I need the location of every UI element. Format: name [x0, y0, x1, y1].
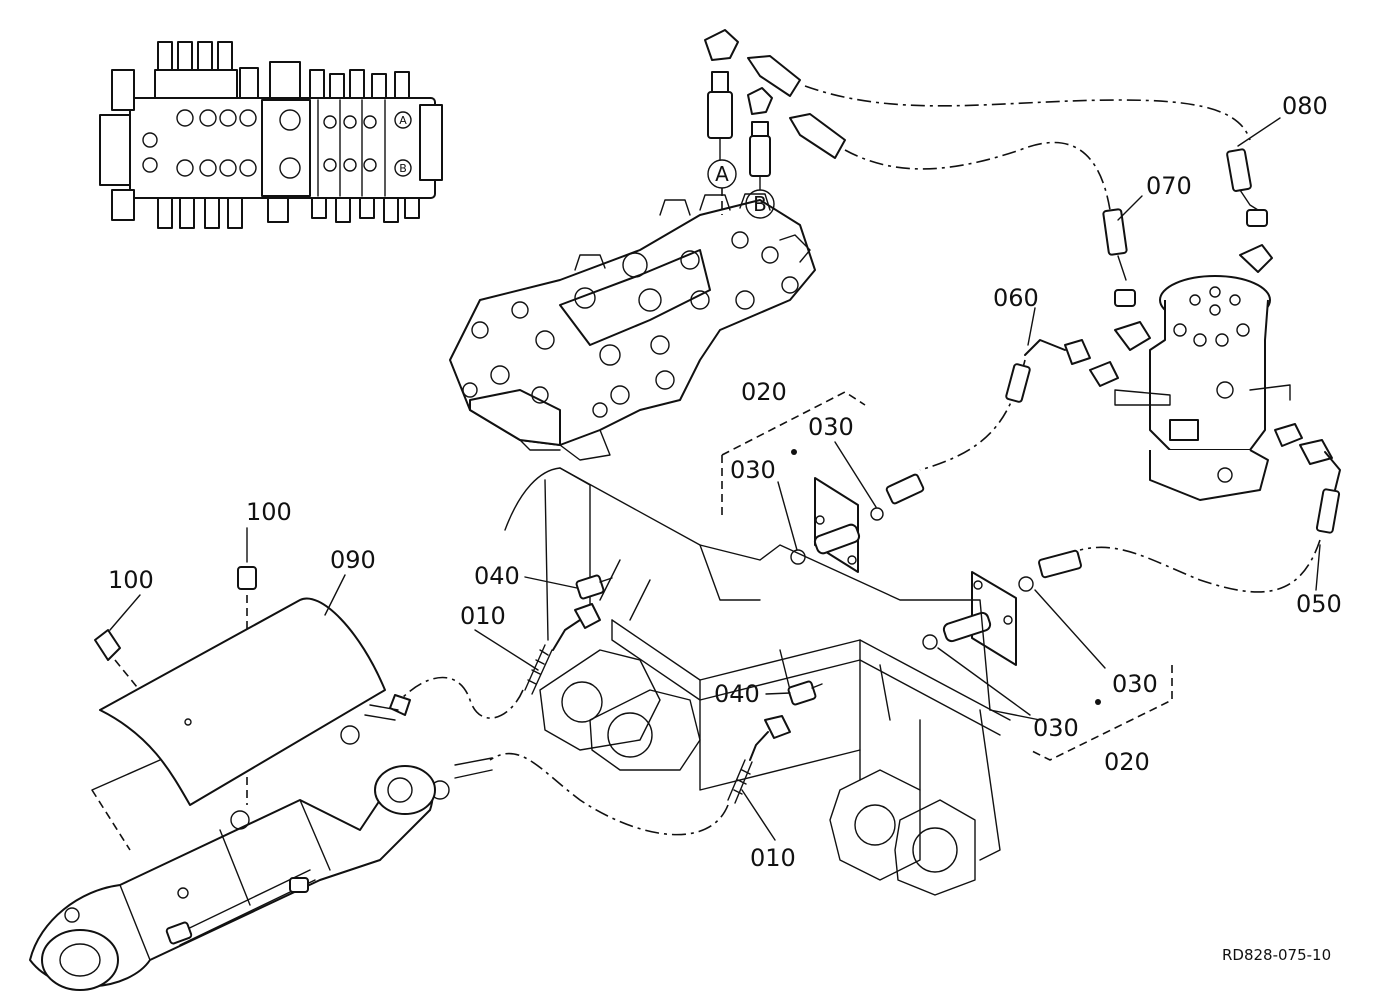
inset-port-label-a: A	[399, 114, 407, 127]
callout-010-bottom: 010	[750, 844, 796, 872]
callout-060: 060	[993, 284, 1039, 312]
callout-090: 090	[330, 546, 376, 574]
callout-080: 080	[1282, 92, 1328, 120]
hose-080	[747, 55, 1273, 273]
group-bracket-020-bottom	[1029, 665, 1173, 761]
callout-030-top-left: 030	[730, 456, 776, 484]
swivel-joint	[1089, 275, 1303, 501]
leader-lines	[109, 117, 1321, 841]
callout-030-mid-right: 030	[1112, 670, 1158, 698]
callout-070: 070	[1146, 172, 1192, 200]
control-valve-inset: A B	[99, 41, 443, 229]
bulkhead-plate-bottom	[922, 571, 1101, 705]
boom-bracket-frame	[504, 467, 1041, 896]
callout-040-top: 040	[474, 562, 520, 590]
hose-070	[789, 113, 1151, 351]
callout-030-bottom: 030	[1033, 714, 1079, 742]
hose-050	[1018, 439, 1341, 593]
group-bracket-020-top	[721, 391, 866, 520]
callout-labels: 080 070 060 020 030 030 100 090 100 040 …	[108, 92, 1342, 872]
callout-020-top: 020	[741, 378, 787, 406]
callout-100-left: 100	[108, 566, 154, 594]
port-a-fitting: A	[704, 29, 739, 215]
reference-code: RD828-075-10	[1222, 946, 1331, 964]
inset-port-label-b: B	[399, 162, 407, 175]
port-label-b: B	[753, 192, 767, 216]
bulkhead-plate-top	[790, 449, 861, 573]
callout-030-top-right: 030	[808, 413, 854, 441]
control-valve-assembly	[449, 193, 816, 461]
port-label-a: A	[715, 162, 729, 186]
callout-050: 050	[1296, 590, 1342, 618]
callout-010-top: 010	[460, 602, 506, 630]
callout-020-bottom: 020	[1104, 748, 1150, 776]
hose-060	[870, 339, 1091, 521]
hydraulic-cylinder	[29, 765, 436, 991]
bolt-040-mid	[787, 680, 823, 706]
callout-100-top: 100	[246, 498, 292, 526]
hose-010-bottom	[430, 715, 791, 836]
port-b-fitting: B	[745, 87, 775, 219]
cylinder-cover-090	[91, 597, 386, 851]
bolt-040-top	[575, 574, 613, 600]
callout-040-mid: 040	[714, 680, 760, 708]
